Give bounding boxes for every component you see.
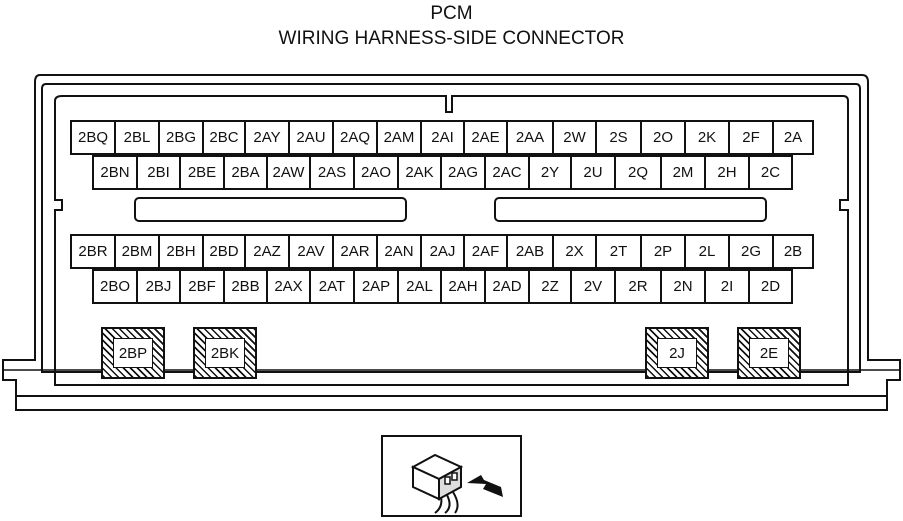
- terminal-2ao: 2AO: [353, 155, 399, 190]
- terminal-2bo: 2BO: [92, 269, 138, 304]
- terminal-2w: 2W: [552, 120, 597, 155]
- terminal-2p: 2P: [640, 234, 686, 269]
- terminal-2h: 2H: [704, 155, 750, 190]
- terminal-2bq: 2BQ: [70, 120, 116, 155]
- terminal-2q: 2Q: [614, 155, 662, 190]
- terminal-2z: 2Z: [528, 269, 572, 304]
- terminal-2f: 2F: [728, 120, 774, 155]
- view-direction-panel: [381, 435, 522, 517]
- terminal-2bp: 2BP: [101, 327, 165, 379]
- terminal-2e: 2E: [737, 327, 801, 379]
- terminal-2ap: 2AP: [353, 269, 399, 304]
- terminal-2n: 2N: [660, 269, 706, 304]
- terminal-2bi: 2BI: [136, 155, 181, 190]
- terminal-2v: 2V: [570, 269, 616, 304]
- terminal-2a: 2A: [772, 120, 814, 155]
- terminal-2y: 2Y: [528, 155, 572, 190]
- terminal-2av: 2AV: [288, 234, 334, 269]
- terminal-2m: 2M: [660, 155, 706, 190]
- terminal-2bd: 2BD: [202, 234, 246, 269]
- terminal-2az: 2AZ: [244, 234, 290, 269]
- terminal-2t: 2T: [595, 234, 642, 269]
- terminal-2br: 2BR: [70, 234, 116, 269]
- terminal-2ah: 2AH: [440, 269, 486, 304]
- terminal-2ax: 2AX: [266, 269, 311, 304]
- terminal-2be: 2BE: [179, 155, 225, 190]
- terminal-2i: 2I: [704, 269, 750, 304]
- terminal-2af: 2AF: [463, 234, 508, 269]
- terminal-2ae: 2AE: [463, 120, 508, 155]
- terminal-2c: 2C: [748, 155, 793, 190]
- terminal-2ar: 2AR: [332, 234, 378, 269]
- terminal-2bm: 2BM: [114, 234, 160, 269]
- terminal-2b: 2B: [772, 234, 814, 269]
- terminal-2bh: 2BH: [158, 234, 204, 269]
- terminal-2d: 2D: [748, 269, 793, 304]
- terminal-2au: 2AU: [288, 120, 334, 155]
- terminal-2ag: 2AG: [440, 155, 486, 190]
- terminal-2bj: 2BJ: [136, 269, 181, 304]
- terminal-2bn: 2BN: [92, 155, 138, 190]
- connector-view-arrow-icon: [410, 453, 503, 514]
- terminal-2at: 2AT: [309, 269, 355, 304]
- terminal-2ad: 2AD: [484, 269, 530, 304]
- terminal-2l: 2L: [684, 234, 730, 269]
- terminal-2as: 2AS: [309, 155, 355, 190]
- terminal-2ab: 2AB: [506, 234, 554, 269]
- terminal-2ac: 2AC: [484, 155, 530, 190]
- terminal-2bf: 2BF: [179, 269, 225, 304]
- terminal-2al: 2AL: [397, 269, 442, 304]
- terminal-2bb: 2BB: [223, 269, 268, 304]
- terminal-label: 2E: [749, 338, 789, 368]
- terminal-label: 2J: [657, 338, 697, 368]
- terminal-2bc: 2BC: [202, 120, 246, 155]
- terminal-2bg: 2BG: [158, 120, 204, 155]
- terminal-2bl: 2BL: [114, 120, 160, 155]
- terminal-2o: 2O: [640, 120, 686, 155]
- terminal-2r: 2R: [614, 269, 662, 304]
- terminal-2x: 2X: [552, 234, 597, 269]
- terminal-2aq: 2AQ: [332, 120, 378, 155]
- terminal-2g: 2G: [728, 234, 774, 269]
- terminal-2aa: 2AA: [506, 120, 554, 155]
- terminal-2j: 2J: [645, 327, 709, 379]
- terminal-2k: 2K: [684, 120, 730, 155]
- terminal-2ai: 2AI: [420, 120, 465, 155]
- diagram-subtitle: WIRING HARNESS-SIDE CONNECTOR: [278, 28, 625, 49]
- terminal-2am: 2AM: [376, 120, 422, 155]
- terminal-2s: 2S: [595, 120, 642, 155]
- terminal-label: 2BK: [205, 338, 245, 368]
- terminal-2ay: 2AY: [244, 120, 290, 155]
- terminal-2ba: 2BA: [223, 155, 268, 190]
- terminal-2aj: 2AJ: [420, 234, 465, 269]
- terminal-2aw: 2AW: [266, 155, 311, 190]
- terminal-2an: 2AN: [376, 234, 422, 269]
- terminal-2ak: 2AK: [397, 155, 442, 190]
- diagram-title: PCM: [430, 3, 473, 24]
- terminal-2u: 2U: [570, 155, 616, 190]
- terminal-2bk: 2BK: [193, 327, 257, 379]
- terminal-label: 2BP: [113, 338, 153, 368]
